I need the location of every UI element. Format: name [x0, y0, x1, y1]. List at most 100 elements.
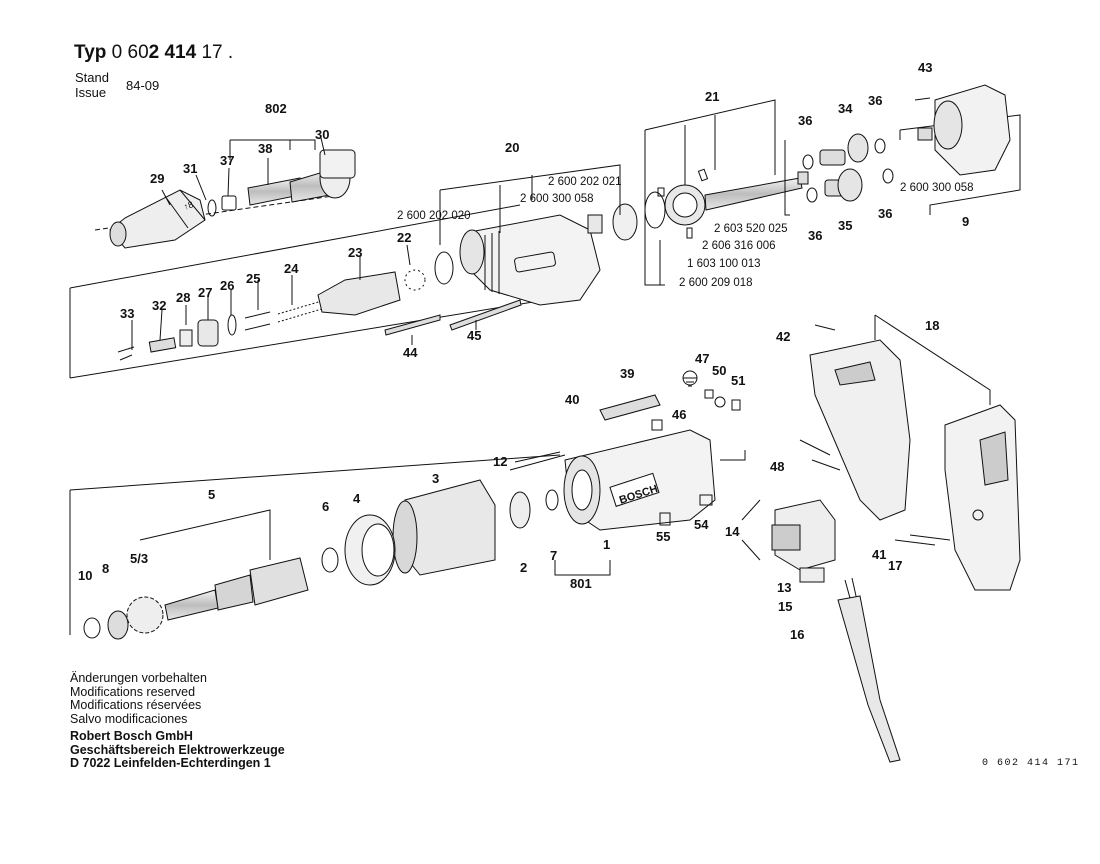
bushing-part [612, 203, 638, 241]
callout-label: 4 [353, 491, 361, 506]
callout-label: 28 [176, 290, 190, 305]
gear-housing-part [459, 214, 601, 306]
spring-row-parts [117, 269, 426, 361]
callout-label: 10 [78, 568, 92, 583]
screw-46 [651, 419, 663, 431]
callout-label: 15 [778, 599, 792, 614]
company-address: Robert Bosch GmbH Geschäftsbereich Elekt… [70, 729, 285, 770]
plate-51 [731, 399, 741, 411]
callout-label: 3 [432, 471, 439, 486]
rotor-part [83, 547, 339, 640]
document-number: 0 602 414 171 [982, 758, 1080, 769]
callout-label: 40 [565, 392, 579, 407]
callout-label: 36 [878, 206, 892, 221]
callout-label: 38 [258, 141, 272, 156]
callout-label: 8 [102, 561, 109, 576]
o-ring-part [434, 251, 454, 285]
callout-label: 18 [925, 318, 939, 333]
callout-label: 26 [220, 278, 234, 293]
callout-label: 39 [620, 366, 634, 381]
svg-text:↑8: ↑8 [182, 199, 194, 212]
callout-label: 21 [705, 89, 719, 104]
callout-label: 13 [777, 580, 791, 595]
part-number-label: 2 600 300 058 [900, 182, 974, 194]
callout-label: 5 [208, 487, 215, 502]
callout-label: 51 [731, 373, 745, 388]
cable-clamp-part [894, 534, 951, 546]
bracket-14 [741, 499, 761, 561]
callout-label: 36 [798, 113, 812, 128]
ring-7-part [545, 489, 559, 511]
part-54 [699, 494, 713, 506]
callout-label: 44 [403, 345, 418, 360]
screws-44-45 [384, 299, 522, 336]
callout-label: 9 [962, 214, 969, 229]
callout-label: 48 [770, 459, 784, 474]
bracket-802 [229, 139, 316, 160]
callout-label: 6 [322, 499, 329, 514]
screw-47 [704, 389, 714, 399]
ground-lines [683, 377, 697, 387]
callout-label: 20 [505, 140, 519, 155]
callout-label: 16 [790, 627, 804, 642]
issue-value: 84-09 [126, 78, 160, 93]
callout-label: 35 [838, 218, 852, 233]
wire-12 [509, 451, 566, 471]
type-number: Typ 0 602 414 17 . [74, 42, 234, 63]
part-number-label: 2 600 202 020 [397, 210, 471, 222]
terminal-part [799, 567, 825, 583]
callout-label: 7 [550, 548, 557, 563]
part-number-label: 2 606 316 006 [702, 240, 776, 252]
callout-leaders-b [131, 244, 411, 350]
callout-label: 34 [838, 101, 853, 116]
callout-label: 46 [672, 407, 686, 422]
callout-label: 42 [776, 329, 790, 344]
power-cable-part [837, 577, 901, 763]
callout-label: 47 [695, 351, 709, 366]
callout-label: 802 [265, 101, 287, 116]
part-number-labels: 2 600 202 021 2 600 300 058 2 600 202 020 2… [397, 176, 974, 289]
callout-label: 43 [918, 60, 932, 75]
callout-label: 45 [467, 328, 481, 343]
callout-label: 29 [150, 171, 164, 186]
group-outline-top-left [69, 204, 546, 379]
bearing-ring-part [344, 514, 396, 586]
callout-label: 23 [348, 245, 362, 260]
callout-label: 22 [397, 230, 411, 245]
switch-part [771, 499, 836, 571]
callout-label: 1 [603, 537, 610, 552]
screw-42 [814, 324, 836, 331]
gear-set-part [802, 133, 894, 203]
part-number-label: 2 603 520 025 [714, 223, 788, 235]
gear-cover-part [917, 84, 1011, 176]
callout-label: 32 [152, 298, 166, 313]
stator-part [392, 479, 496, 576]
bracket-right-mid [720, 450, 746, 461]
callout-label: 36 [808, 228, 822, 243]
ring-part [207, 199, 217, 217]
screws-48 [799, 439, 841, 471]
washer-50 [714, 396, 726, 408]
callout-label: 33 [120, 306, 134, 321]
callout-label: 5/3 [130, 551, 148, 566]
spindle-shaft-part [289, 149, 356, 203]
callout-label: 12 [493, 454, 507, 469]
callout-label: 50 [712, 363, 726, 378]
motor-housing-part: BOSCH [563, 394, 716, 531]
part-number-label: 1 603 100 013 [687, 258, 761, 270]
callout-label: 801 [570, 576, 592, 591]
part-number-label: 2 600 202 021 [548, 176, 622, 188]
part-number-label: 2 600 209 018 [679, 277, 753, 289]
callout-label: 17 [888, 558, 902, 573]
callout-label: 55 [656, 529, 670, 544]
bracket-18 [874, 314, 991, 405]
callout-label: 24 [284, 261, 299, 276]
bracket-5 [69, 454, 561, 635]
callout-label: 14 [725, 524, 740, 539]
stand-issue-labels: Stand Issue [75, 70, 109, 100]
callout-label: 37 [220, 153, 234, 168]
washer-part [509, 491, 531, 529]
